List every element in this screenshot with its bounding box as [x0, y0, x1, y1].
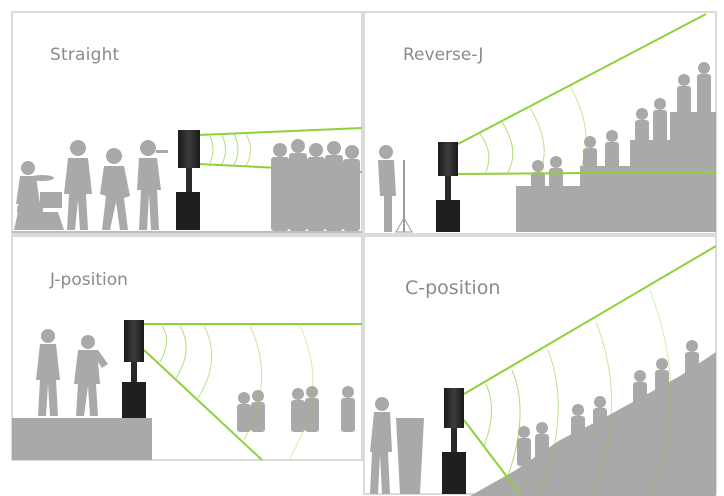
- stage-platform: [12, 418, 152, 460]
- panel-c-position: C-position: [363, 235, 717, 496]
- presenter-c-position: [370, 397, 424, 494]
- panel-label-reverse-j: Reverse-J: [403, 45, 483, 65]
- panel-j-position: J-position: [11, 235, 363, 461]
- panel-reverse-j: Reverse-J: [363, 11, 717, 235]
- audience-straight: [271, 139, 360, 231]
- panel-straight: Straight: [11, 11, 363, 235]
- performers-j-position: [36, 329, 108, 416]
- panel-label-straight: Straight: [50, 45, 120, 65]
- speaker-j-position: [122, 320, 146, 418]
- band-silhouettes: [14, 140, 168, 230]
- panel-label-j-position: J-position: [49, 270, 128, 290]
- beam-reverse-j: [457, 13, 717, 175]
- beam-c-position: [463, 245, 717, 495]
- presenter-reverse-j: [378, 145, 413, 233]
- panel-label-c-position: C-position: [405, 277, 500, 299]
- audience-reverse-j: [531, 62, 711, 188]
- audience-j-position: [237, 386, 355, 432]
- audience-c-position: [517, 340, 699, 466]
- speaker-reverse-j: [436, 142, 460, 232]
- speaker-straight: [176, 130, 200, 230]
- beam-j-position: [143, 323, 362, 461]
- speaker-c-position: [442, 388, 466, 494]
